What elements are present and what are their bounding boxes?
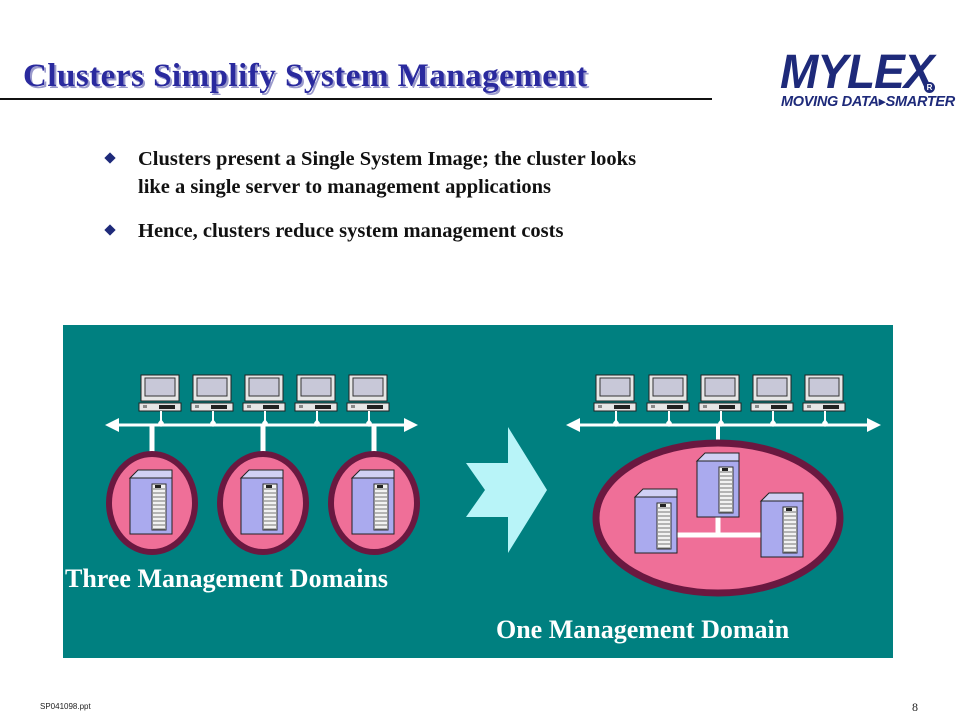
monitor-screen <box>808 377 840 397</box>
server-icon <box>759 492 804 558</box>
drive-slot <box>367 405 383 409</box>
title-underline <box>0 98 712 100</box>
workstation-icon <box>646 374 690 427</box>
drive-bay <box>373 483 389 531</box>
drive-slot <box>823 405 839 409</box>
bullet-list: Clusters present a Single System Image; … <box>104 145 805 261</box>
server-top <box>759 492 804 502</box>
logo-wordmark: MYLEX <box>780 43 934 99</box>
monitor-screen <box>144 377 176 397</box>
network-arrowhead-right <box>867 418 881 432</box>
network-arrowhead-left <box>566 418 580 432</box>
diamond-bullet-icon <box>104 152 116 164</box>
power-button <box>660 504 666 507</box>
power-button <box>786 508 792 511</box>
server-icon <box>239 469 284 535</box>
power-led <box>651 405 655 408</box>
power-led <box>247 405 251 408</box>
server-icon <box>350 469 395 535</box>
workstation-icon <box>242 374 286 427</box>
server-icon <box>128 469 173 535</box>
footer-filename: SP041098.ppt <box>40 702 91 711</box>
power-led <box>703 405 707 408</box>
drive-slot <box>719 405 735 409</box>
monitor-screen <box>352 377 384 397</box>
registered-mark: R <box>924 82 935 93</box>
drive-slot <box>315 405 331 409</box>
three-domains-label: Three Management Domains <box>65 564 389 593</box>
workstation-icon <box>750 374 794 427</box>
mylex-logo: MYLEX R MOVING DATA▸SMARTER <box>778 44 955 120</box>
diamond-bullet-icon <box>104 224 116 236</box>
workstation-icon <box>698 374 742 427</box>
drive-bay <box>151 483 167 531</box>
server-top <box>633 488 678 498</box>
one-domain-label: One Management Domain <box>496 615 790 644</box>
power-button <box>155 485 161 488</box>
power-button <box>377 485 383 488</box>
monitor-screen <box>756 377 788 397</box>
cluster-diagram: Three Management Domains One Management … <box>63 325 893 663</box>
monitor-screen <box>652 377 684 397</box>
drive-bay <box>262 483 278 531</box>
power-led <box>755 405 759 408</box>
monitor-screen <box>704 377 736 397</box>
drive-slot <box>211 405 227 409</box>
slide-title: Clusters Simplify System Management <box>23 58 588 94</box>
workstation-icon <box>294 374 338 427</box>
bullet-item: Hence, clusters reduce system management… <box>104 217 805 245</box>
power-button <box>722 468 728 471</box>
drive-bay <box>718 466 734 514</box>
bullet-item: Clusters present a Single System Image; … <box>104 145 805 201</box>
drive-slot <box>667 405 683 409</box>
power-led <box>195 405 199 408</box>
server-icon <box>695 452 740 518</box>
workstation-icon <box>346 374 390 427</box>
drive-slot <box>771 405 787 409</box>
network-arrowhead-left <box>105 418 119 432</box>
power-led <box>143 405 147 408</box>
server-icon <box>633 488 678 554</box>
monitor-screen <box>300 377 332 397</box>
power-led <box>598 405 602 408</box>
bullet-text: Hence, clusters reduce system management… <box>138 220 564 242</box>
drive-slot <box>614 405 630 409</box>
server-top <box>239 469 284 479</box>
network-arrowhead-right <box>404 418 418 432</box>
drive-bay <box>782 506 798 554</box>
power-button <box>266 485 272 488</box>
server-top <box>695 452 740 462</box>
transition-arrow-icon <box>466 427 547 553</box>
drive-slot <box>159 405 175 409</box>
monitor-screen <box>248 377 280 397</box>
cluster-diagram-canvas <box>63 325 893 658</box>
logo-tagline: MOVING DATA▸SMARTER <box>781 94 955 110</box>
power-led <box>299 405 303 408</box>
server-top <box>128 469 173 479</box>
workstation-icon <box>190 374 234 427</box>
server-top <box>350 469 395 479</box>
monitor-screen <box>196 377 228 397</box>
workstation-icon <box>138 374 182 427</box>
power-led <box>351 405 355 408</box>
power-led <box>807 405 811 408</box>
monitor-screen <box>599 377 631 397</box>
drive-slot <box>263 405 279 409</box>
page-number: 8 <box>912 700 918 714</box>
bullet-text: Clusters present a Single System Image; … <box>138 148 637 198</box>
workstation-icon <box>802 374 846 427</box>
drive-bay <box>656 502 672 550</box>
